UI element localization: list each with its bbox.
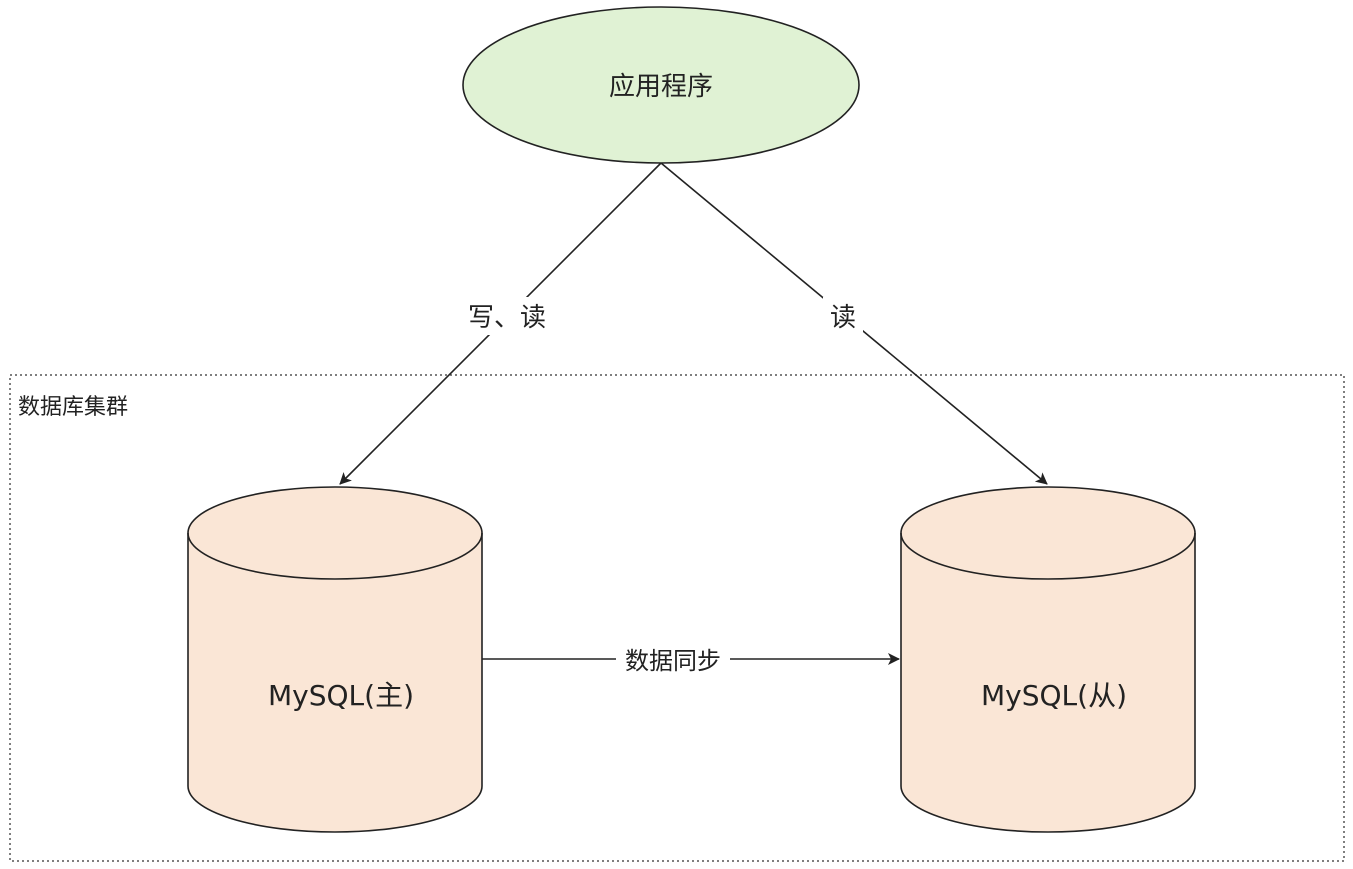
mysql-master-node: MySQL(主) bbox=[187, 486, 483, 833]
mysql-slave-body bbox=[900, 486, 1196, 833]
edge-app-to-master-label-bg bbox=[458, 297, 556, 335]
edge-master-to-slave-label-bg bbox=[616, 644, 730, 676]
edge-app-to-slave: 读 bbox=[660, 162, 1048, 485]
mysql-master-body bbox=[187, 486, 483, 833]
database-cluster-container: 数据库集群 bbox=[9, 374, 1345, 862]
app-node: 应用程序 bbox=[462, 6, 860, 164]
database-cluster-border bbox=[9, 374, 1345, 862]
edge-app-to-master: 写、读 bbox=[339, 162, 662, 485]
edge-master-to-slave: 数据同步 bbox=[482, 644, 900, 676]
edge-app-to-slave-label: 读 bbox=[830, 303, 856, 333]
edge-master-to-slave-label: 数据同步 bbox=[625, 647, 721, 675]
mysql-master-top-rim bbox=[187, 532, 483, 580]
edge-app-to-slave-label-bg bbox=[823, 297, 863, 335]
app-node-label: 应用程序 bbox=[609, 72, 713, 102]
mysql-slave-top-rim bbox=[900, 532, 1196, 580]
app-node-shape bbox=[462, 6, 860, 164]
mysql-master-label: MySQL(主) bbox=[268, 679, 414, 712]
mysql-slave-node: MySQL(从) bbox=[900, 486, 1196, 833]
mysql-slave-label: MySQL(从) bbox=[981, 679, 1127, 712]
database-cluster-label: 数据库集群 bbox=[18, 395, 128, 420]
edge-app-to-master-label: 写、读 bbox=[468, 303, 546, 333]
